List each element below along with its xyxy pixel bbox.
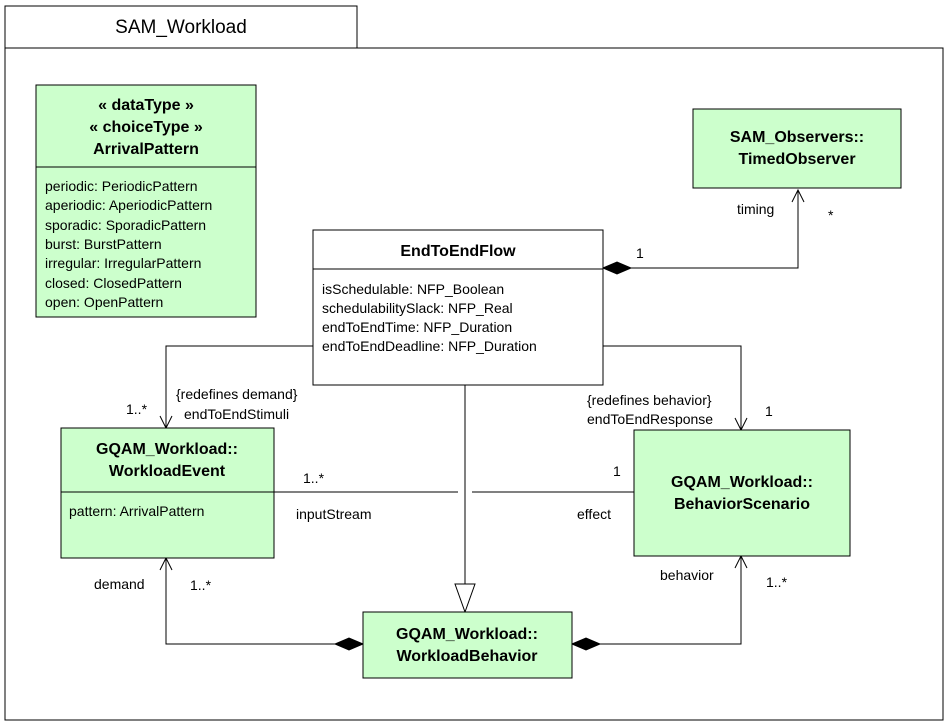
- workload-behavior-name: WorkloadBehavior: [396, 648, 537, 665]
- class-timed-observer: SAM_Observers:: TimedObserver: [692, 108, 902, 189]
- arrival-pattern-attr-periodic: periodic: PeriodicPattern: [45, 178, 198, 194]
- stimuli-association-line: [165, 345, 313, 428]
- class-workload-behavior: GQAM_Workload:: WorkloadBehavior: [362, 611, 573, 679]
- behavior-scenario-name: BehaviorScenario: [674, 496, 810, 513]
- arrival-pattern-attr-burst: burst: BurstPattern: [45, 236, 162, 252]
- timed-observer-package: SAM_Observers::: [730, 129, 864, 146]
- workload-event-attr-pattern: pattern: ArrivalPattern: [69, 503, 204, 519]
- timed-observer-box: [692, 108, 902, 189]
- behavior-composite-diamond: [570, 637, 602, 651]
- behavior-scenario-package: GQAM_Workload::: [671, 474, 813, 491]
- arrival-pattern-attr-aperiodic: aperiodic: AperiodicPattern: [45, 197, 212, 213]
- arrival-pattern-name: ArrivalPattern: [93, 141, 199, 158]
- demand-composite-diamond: [333, 637, 365, 651]
- arrival-pattern-attr-sporadic: sporadic: SporadicPattern: [45, 217, 206, 233]
- end-to-end-flow-attr-slack: schedulabilitySlack: NFP_Real: [322, 300, 513, 316]
- class-behavior-scenario: GQAM_Workload:: BehaviorScenario: [633, 429, 851, 557]
- generalization-triangle: [454, 583, 476, 614]
- connectors: [159, 188, 805, 651]
- demand-association-line: [165, 558, 335, 645]
- label-effect: effect: [577, 506, 611, 522]
- timing-arrowhead: [791, 188, 805, 203]
- label-behavior: behavior: [660, 567, 714, 583]
- label-effect-multiplicity: 1: [613, 463, 621, 479]
- end-to-end-flow-box: [312, 229, 604, 386]
- end-to-end-flow-name: EndToEndFlow: [400, 243, 516, 260]
- behavior-association-line: [600, 556, 742, 645]
- label-demand: demand: [94, 576, 145, 592]
- timing-association-line: [631, 190, 799, 269]
- timed-observer-name: TimedObserver: [738, 151, 855, 168]
- arrival-pattern-stereotype-datatype: « dataType »: [98, 97, 194, 114]
- arrival-pattern-attr-irregular: irregular: IrregularPattern: [45, 255, 201, 271]
- package-frame: SAM_Workload: [4, 5, 944, 721]
- workload-behavior-package: GQAM_Workload::: [396, 626, 538, 643]
- label-end-to-end-response: endToEndResponse: [587, 411, 713, 427]
- label-timing: timing: [737, 201, 774, 217]
- label-input-stream: inputStream: [296, 506, 371, 522]
- label-end-to-end-stimuli: endToEndStimuli: [184, 406, 289, 422]
- label-behavior-multiplicity: 1..*: [766, 574, 788, 590]
- arrival-pattern-attr-open: open: OpenPattern: [45, 294, 163, 310]
- label-response-multiplicity: 1: [765, 403, 773, 419]
- class-workload-event: GQAM_Workload:: WorkloadEvent pattern: A…: [60, 427, 275, 559]
- arrival-pattern-stereotype-choicetype: « choiceType »: [89, 119, 203, 136]
- package-body: [4, 47, 944, 721]
- package-name: SAM_Workload: [115, 17, 247, 38]
- workload-event-box: [60, 427, 275, 559]
- arrival-pattern-box: [35, 84, 257, 318]
- workload-event-name: WorkloadEvent: [109, 463, 226, 480]
- class-end-to-end-flow: EndToEndFlow isSchedulable: NFP_Boolean …: [312, 229, 604, 386]
- end-to-end-flow-attr-time: endToEndTime: NFP_Duration: [322, 319, 512, 335]
- label-stimuli-multiplicity: 1..*: [126, 401, 148, 417]
- label-timing-multiplicity: *: [828, 207, 834, 223]
- label-flow-observer-multiplicity: 1: [636, 245, 644, 261]
- package-tab: [4, 5, 358, 49]
- label-demand-multiplicity: 1..*: [190, 577, 212, 593]
- workload-event-package: GQAM_Workload::: [96, 441, 238, 458]
- behavior-scenario-box: [633, 429, 851, 557]
- arrival-pattern-attr-closed: closed: ClosedPattern: [45, 275, 182, 291]
- association-labels: timing * 1 {redefines demand} endToEndSt…: [94, 201, 834, 593]
- response-association-line: [603, 345, 742, 430]
- workload-behavior-box: [362, 611, 573, 679]
- end-to-end-flow-attr-is-schedulable: isSchedulable: NFP_Boolean: [322, 281, 504, 297]
- label-redefines-demand: {redefines demand}: [176, 386, 298, 402]
- class-arrival-pattern: « dataType » « choiceType » ArrivalPatte…: [35, 84, 257, 318]
- timing-composite-diamond: [601, 261, 633, 275]
- end-to-end-flow-attr-deadline: endToEndDeadline: NFP_Duration: [322, 338, 537, 354]
- label-redefines-behavior: {redefines behavior}: [587, 392, 712, 408]
- label-input-stream-multiplicity: 1..*: [303, 470, 325, 486]
